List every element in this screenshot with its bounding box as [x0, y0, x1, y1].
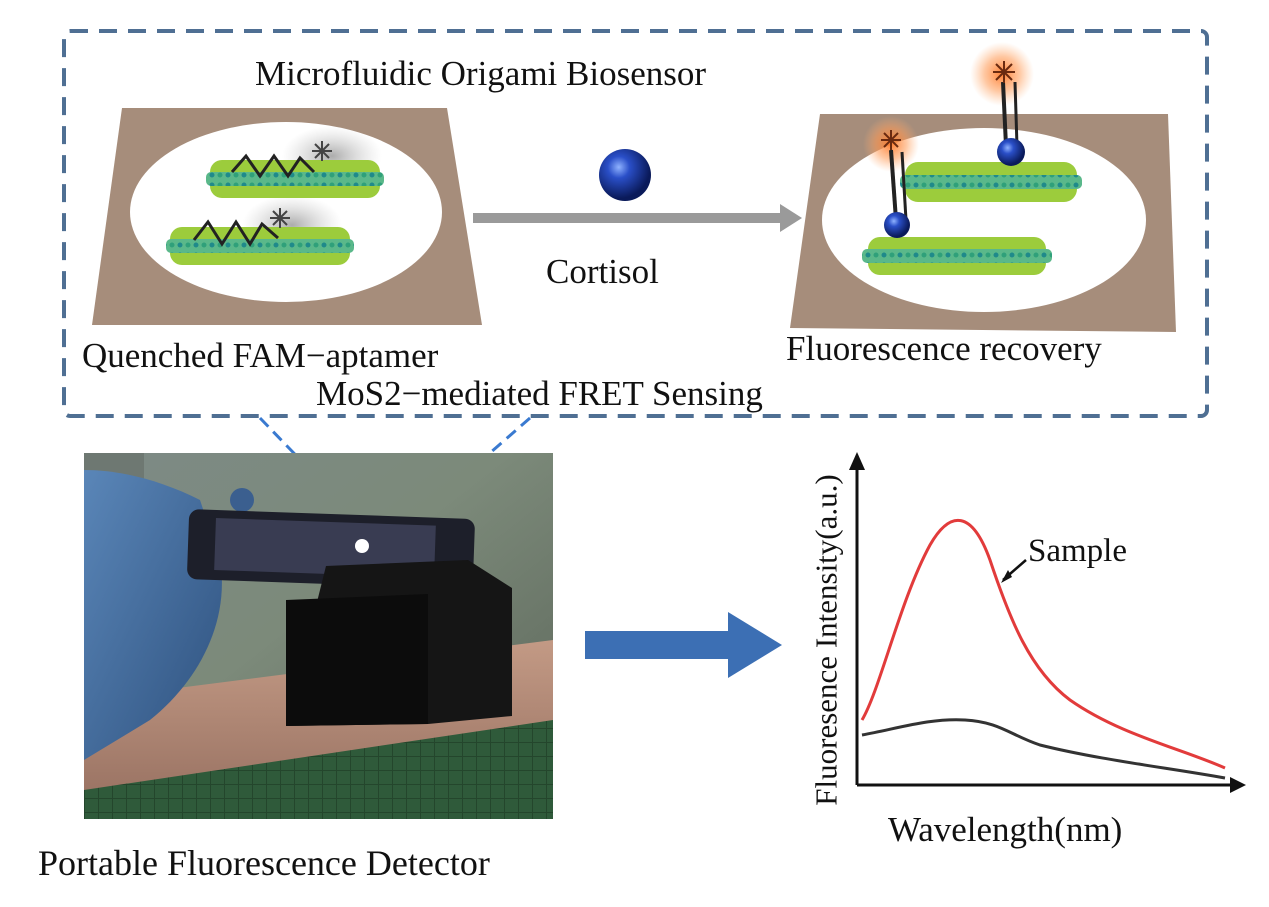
x-axis-label: Wavelength(nm)	[888, 810, 1123, 849]
quenched-label: Quenched FAM−aptamer	[82, 336, 439, 375]
fret-sensing-label: MoS2−mediated FRET Sensing	[316, 374, 763, 413]
result-arrow-blue	[585, 612, 782, 678]
sample-curve	[860, 518, 1226, 770]
recovery-origami-paper	[790, 42, 1176, 332]
biosensor-title: Microfluidic Origami Biosensor	[255, 54, 707, 93]
transition-arrow-gray	[473, 204, 802, 232]
dashed-frame	[62, 29, 1209, 418]
y-axis-label: Fluoresence Intensity(a.u.)	[808, 474, 844, 806]
sample-pointer-icon	[1001, 570, 1012, 583]
sample-label: Sample	[1028, 533, 1127, 569]
detector-photo	[84, 453, 553, 819]
detector-label: Portable Fluorescence Detector	[38, 843, 490, 883]
cortisol-molecule-icon	[599, 149, 651, 201]
spectrum-graph	[849, 452, 1246, 793]
recovery-label: Fluorescence recovery	[786, 329, 1102, 368]
cortisol-label: Cortisol	[546, 252, 659, 291]
x-axis-arrow-icon	[1230, 777, 1246, 793]
baseline-curve	[861, 718, 1226, 780]
y-axis-arrow-icon	[849, 452, 865, 470]
quenched-origami-paper	[92, 108, 482, 325]
